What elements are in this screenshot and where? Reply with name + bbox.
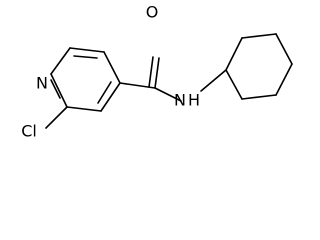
ring-bond-c4-c5: [100, 82, 121, 112]
bond-amide-nitrogen-to-cyclohexyl: [200, 69, 227, 92]
molecule-drawing: O N N H Cl: [21, 3, 293, 141]
cyclohexane-bond-1: [225, 37, 243, 71]
oxygen-label: O: [146, 3, 159, 22]
chlorine-label: Cl: [21, 122, 37, 141]
bond-ring-to-chlorine: [45, 106, 68, 129]
amide-hydrogen-label: H: [188, 91, 200, 110]
bond-carbonyl-to-amide-nitrogen: [154, 87, 182, 102]
ring-double-bond-inner-1: [73, 55, 98, 59]
ring-bond-c2-c3: [69, 47, 105, 53]
pyridine-ring: [50, 47, 121, 112]
cyclohexane-bond-2: [241, 33, 277, 39]
chemical-structure-canvas: O N N H Cl: [21, 2, 293, 141]
cyclohexane-ring: [225, 33, 293, 100]
carbonyl-double-bond-b: [148, 56, 154, 88]
carbonyl-double-bond-a: [154, 57, 160, 89]
ring-double-bond-inner-2: [97, 81, 112, 104]
ring-bond-c6-n: [50, 73, 68, 108]
ring-bond-c3-c4: [103, 51, 121, 84]
substituents: [45, 56, 227, 129]
cyclohexane-bond-4: [275, 63, 293, 96]
cyclohexane-bond-3: [275, 33, 293, 65]
cyclohexane-bond-6: [225, 69, 243, 100]
ring-nitrogen-label: N: [36, 74, 48, 93]
ring-bond-c5-c6: [66, 106, 102, 112]
atom-labels: O N N H Cl: [21, 3, 200, 141]
amide-nitrogen-label: N: [174, 91, 186, 110]
ring-double-bond-inner-3: [50, 79, 61, 99]
ring-bond-n-c2: [50, 47, 71, 75]
cyclohexane-bond-5: [241, 94, 277, 100]
